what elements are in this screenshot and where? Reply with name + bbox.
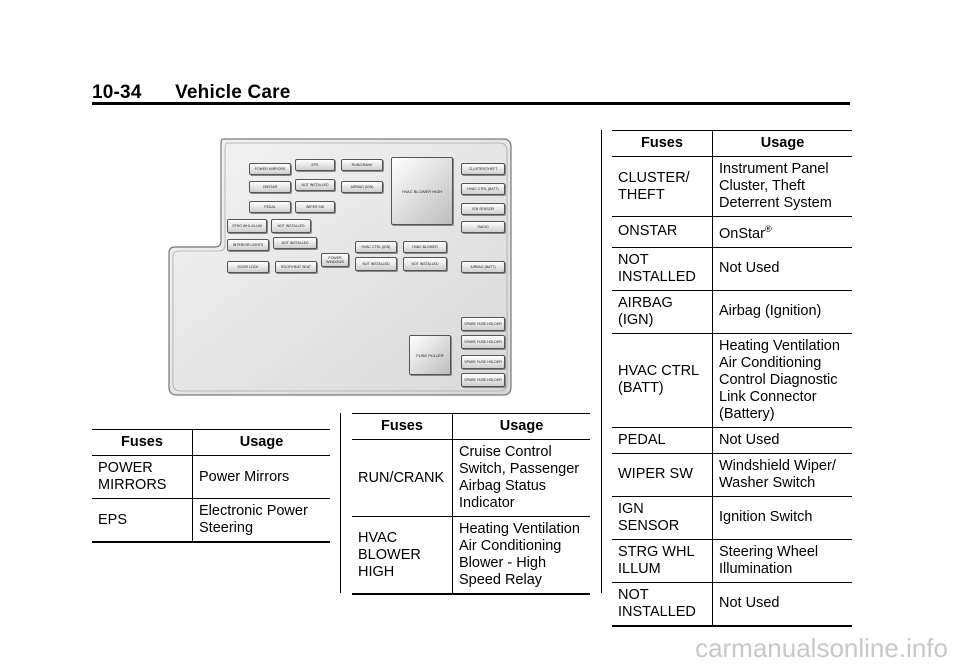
table-row: HVAC BLOWER HIGH Heating Ventilation Air… bbox=[352, 516, 590, 595]
fuse-puller: FUSE PULLER bbox=[409, 335, 451, 375]
fuse-power-windows: POWER WINDOWS bbox=[321, 253, 349, 267]
table-header-row: Fuses Usage bbox=[612, 130, 852, 157]
fuse-cell: NOT INSTALLED bbox=[612, 247, 713, 291]
spare-fuse-holder-3: SPARE FUSE HOLDER bbox=[461, 355, 505, 369]
usage-cell: Heating Ventilation Air Conditioning Con… bbox=[712, 333, 852, 428]
fuse-cell: HVAC BLOWER HIGH bbox=[352, 516, 453, 595]
fuse-cell: RUN/CRANK bbox=[352, 439, 453, 517]
spare-fuse-holder-4: SPARE FUSE HOLDER bbox=[461, 373, 505, 387]
usage-cell: Heating Ventilation Air Conditioning Blo… bbox=[452, 516, 590, 595]
fuse-not-installed-d: NOT INSTALLED bbox=[355, 257, 397, 271]
spare-fuse-holder-2: SPARE FUSE HOLDER bbox=[461, 335, 505, 349]
usage-cell: Electronic Power Steering bbox=[192, 498, 330, 543]
fuse-ign-sensor: IGN SENSOR bbox=[461, 203, 505, 215]
fuse-hvac-ctrl-batt: HVAC CTRL (BATT) bbox=[461, 183, 505, 195]
fuse-pedal: PEDAL bbox=[249, 201, 291, 213]
spare-fuse-holder-1: SPARE FUSE HOLDER bbox=[461, 317, 505, 331]
fuse-cluster-theft: CLUSTER/THEFT bbox=[461, 163, 505, 175]
fuse-cell: HVAC CTRL (BATT) bbox=[612, 333, 713, 428]
column-header-usage: Usage bbox=[452, 413, 590, 440]
usage-cell: Power Mirrors bbox=[192, 455, 330, 499]
column-header-fuses: Fuses bbox=[612, 130, 713, 157]
fuse-table-2: Fuses Usage RUN/CRANK Cruise Control Swi… bbox=[352, 413, 590, 595]
fuse-strg-whl-illum: STRG WHL ILLUM bbox=[227, 219, 267, 233]
page-number: 10-34 bbox=[92, 82, 142, 103]
table-row: RUN/CRANK Cruise Control Switch, Passeng… bbox=[352, 439, 590, 517]
fuse-eps: EPS bbox=[295, 159, 335, 171]
fuse-roof-heat-seat: ROOF/HEAT SEAT bbox=[275, 261, 317, 273]
fuse-not-installed-a: NOT INSTALLED bbox=[295, 179, 335, 191]
fuse-wiper-sw: WIPER SW bbox=[295, 201, 335, 213]
usage-cell: Airbag (Ignition) bbox=[712, 290, 852, 334]
fuse-cell: CLUSTER/ THEFT bbox=[612, 156, 713, 217]
column-header-fuses: Fuses bbox=[352, 413, 453, 440]
fuse-cell: ONSTAR bbox=[612, 216, 713, 248]
fuse-cell: AIRBAG (IGN) bbox=[612, 290, 713, 334]
watermark: carmanualsonline.info bbox=[695, 633, 948, 663]
relay-hvac-blower-high: HVAC BLOWER HIGH bbox=[391, 157, 453, 225]
registered-mark: ® bbox=[764, 224, 772, 234]
table-row: STRG WHL ILLUM Steering Wheel Illuminati… bbox=[612, 539, 852, 583]
column-header-usage: Usage bbox=[192, 429, 330, 456]
fuse-cell: IGN SENSOR bbox=[612, 496, 713, 540]
fuse-cell: STRG WHL ILLUM bbox=[612, 539, 713, 583]
column-header-usage: Usage bbox=[712, 130, 852, 157]
usage-cell: Instrument Panel Cluster, Theft Deterren… bbox=[712, 156, 852, 217]
fuse-table-1: Fuses Usage POWER MIRRORS Power Mirrors … bbox=[92, 429, 330, 543]
table-row: NOT INSTALLED Not Used bbox=[612, 247, 852, 291]
fuse-hvac-ctrl-ign: HVAC CTRL (IGN) bbox=[355, 241, 397, 253]
fuse-cell: WIPER SW bbox=[612, 453, 713, 497]
fuse-hvac-blower: HVAC BLOWER bbox=[403, 241, 447, 253]
table-row: IGN SENSOR Ignition Switch bbox=[612, 496, 852, 540]
table-header-row: Fuses Usage bbox=[352, 413, 590, 440]
header-rule bbox=[92, 102, 850, 105]
usage-cell: Ignition Switch bbox=[712, 496, 852, 540]
usage-cell: Windshield Wiper/ Washer Switch bbox=[712, 453, 852, 497]
fuse-interior-lights: INTERIOR LIGHTS bbox=[227, 239, 269, 251]
usage-cell: Steering Wheel Illumination bbox=[712, 539, 852, 583]
section-title: Vehicle Care bbox=[175, 82, 291, 103]
fuse-cell: PEDAL bbox=[612, 427, 713, 454]
column-divider-2 bbox=[601, 130, 602, 593]
usage-cell: Not Used bbox=[712, 427, 852, 454]
fuse-block-diagram: POWER MIRRORS EPS RUN/CRANK CLUSTER/THEF… bbox=[167, 135, 515, 397]
table-row: PEDAL Not Used bbox=[612, 427, 852, 454]
fuse-radio: RADIO bbox=[461, 221, 505, 233]
fuse-power-mirrors: POWER MIRRORS bbox=[249, 163, 291, 175]
table-row: POWER MIRRORS Power Mirrors bbox=[92, 455, 330, 499]
column-header-fuses: Fuses bbox=[92, 429, 193, 456]
onstar-text: OnStar bbox=[719, 225, 765, 242]
usage-cell: Not Used bbox=[712, 247, 852, 291]
usage-cell: Not Used bbox=[712, 582, 852, 627]
column-divider-1 bbox=[340, 413, 341, 593]
fuse-cell: POWER MIRRORS bbox=[92, 455, 193, 499]
fuse-run-crank: RUN/CRANK bbox=[341, 159, 383, 171]
fuse-not-installed-e: NOT INSTALLED bbox=[403, 257, 447, 271]
fuse-cell: NOT INSTALLED bbox=[612, 582, 713, 627]
usage-cell: Cruise Control Switch, Passenger Airbag … bbox=[452, 439, 590, 517]
table-row: WIPER SW Windshield Wiper/ Washer Switch bbox=[612, 453, 852, 497]
fuse-airbag-ign: AIRBAG (IGN) bbox=[341, 181, 383, 193]
fuse-onstar: ONSTAR bbox=[249, 181, 291, 193]
table-row: AIRBAG (IGN) Airbag (Ignition) bbox=[612, 290, 852, 334]
fuse-table-3: Fuses Usage CLUSTER/ THEFT Instrument Pa… bbox=[612, 130, 852, 627]
fuse-cell: EPS bbox=[92, 498, 193, 543]
usage-cell: OnStar® bbox=[712, 216, 852, 248]
table-row: ONSTAR OnStar® bbox=[612, 216, 852, 248]
page-header: 10-34 Vehicle Care bbox=[92, 82, 291, 104]
table-row: EPS Electronic Power Steering bbox=[92, 498, 330, 543]
table-header-row: Fuses Usage bbox=[92, 429, 330, 456]
table-row: CLUSTER/ THEFT Instrument Panel Cluster,… bbox=[612, 156, 852, 217]
table-row: HVAC CTRL (BATT) Heating Ventilation Air… bbox=[612, 333, 852, 428]
fuse-not-installed-b: NOT INSTALLED bbox=[271, 219, 311, 233]
fuse-not-installed-c: NOT INSTALLED bbox=[273, 237, 317, 249]
fuse-door-lock: DOOR LOCK bbox=[227, 261, 269, 273]
table-row: NOT INSTALLED Not Used bbox=[612, 582, 852, 627]
fuse-airbag-batt: AIRBAG (BATT) bbox=[461, 261, 505, 273]
